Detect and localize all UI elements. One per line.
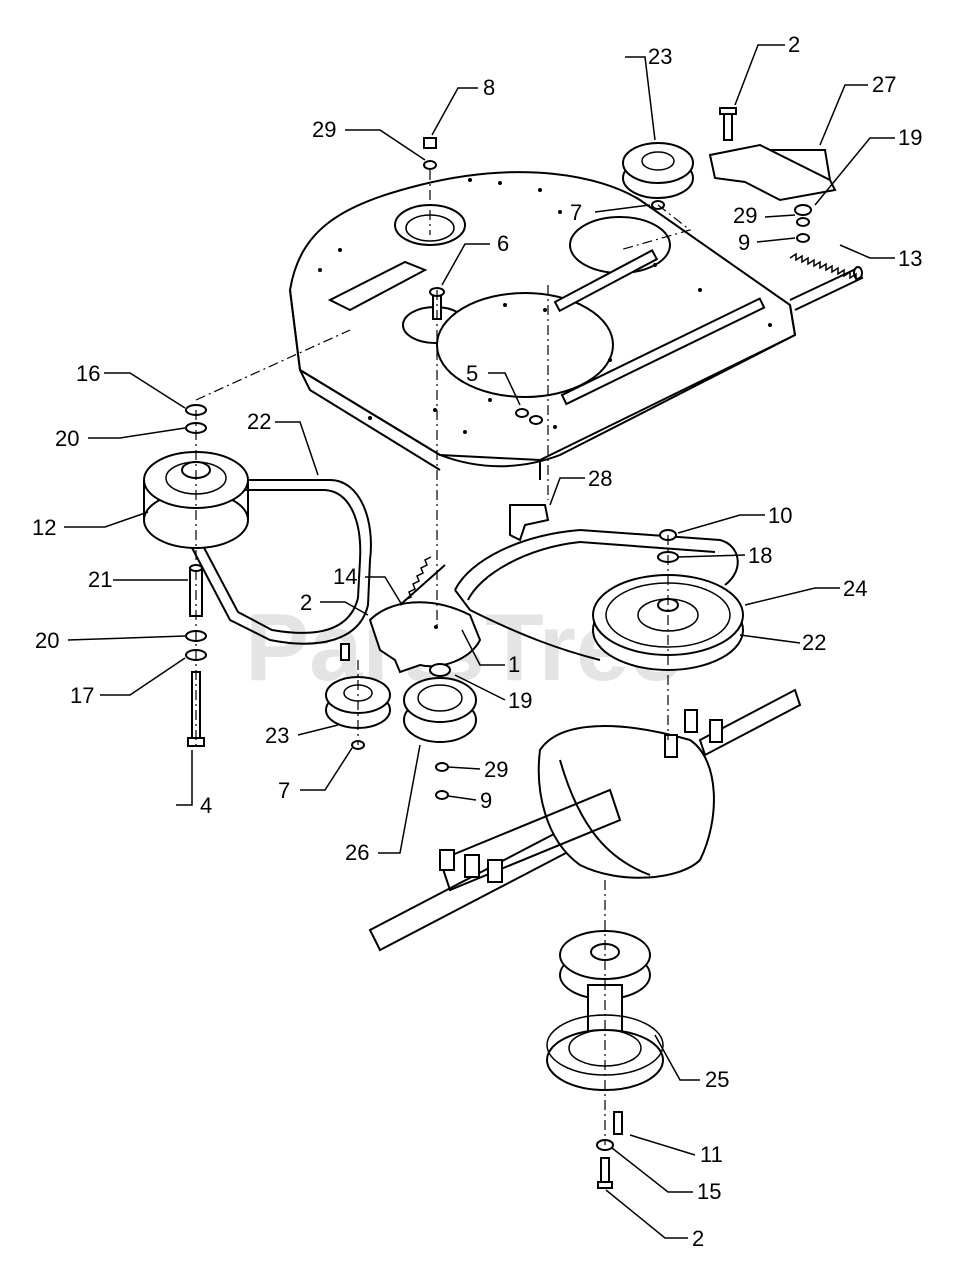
callout-23: 23 — [648, 44, 672, 69]
washer-29-upper — [796, 217, 810, 227]
callout-25: 25 — [705, 1067, 729, 1092]
callout-27: 27 — [872, 72, 896, 97]
callout-6: 6 — [497, 231, 509, 256]
callout-29: 29 — [312, 117, 336, 142]
callout-8: 8 — [483, 75, 495, 100]
washer-29-lower — [435, 762, 449, 772]
bracket-27 — [708, 143, 837, 202]
callout-22: 22 — [247, 409, 271, 434]
nut-9-upper — [796, 233, 810, 243]
idler-pulley-26 — [403, 663, 477, 743]
callout-29: 29 — [484, 757, 508, 782]
callouts: 8 29 23 2 27 19 29 9 13 7 6 16 20 22 5 2… — [32, 32, 922, 1251]
callout-1: 1 — [508, 652, 520, 677]
callout-20: 20 — [55, 426, 79, 451]
callout-19: 19 — [898, 125, 922, 150]
spring-13 — [789, 252, 863, 282]
deck-plate — [288, 171, 864, 480]
callout-29: 29 — [733, 203, 757, 228]
callout-13: 13 — [898, 246, 922, 271]
callout-11: 11 — [700, 1142, 723, 1167]
callout-9: 9 — [738, 230, 750, 255]
callout-23: 23 — [265, 723, 289, 748]
bolt-5 — [515, 408, 543, 425]
bolt-2-mid — [340, 643, 350, 661]
bracket-28 — [509, 504, 550, 542]
callout-17: 17 — [70, 683, 94, 708]
idler-bracket — [368, 556, 482, 674]
callout-7: 7 — [278, 778, 290, 803]
callout-15: 15 — [697, 1179, 721, 1204]
callout-20: 20 — [35, 628, 59, 653]
callout-9: 9 — [480, 788, 492, 813]
belt-right — [454, 528, 739, 661]
nut-9-lower — [435, 790, 449, 800]
bushing-19-upper — [794, 204, 812, 216]
callout-18: 18 — [748, 543, 772, 568]
callout-24: 24 — [843, 576, 867, 601]
callout-2: 2 — [692, 1226, 704, 1251]
callout-5: 5 — [466, 361, 478, 386]
callout-4: 4 — [200, 793, 212, 818]
bolt-2-top — [719, 107, 737, 141]
leader-lines — [64, 44, 895, 1239]
callout-28: 28 — [588, 466, 612, 491]
callout-16: 16 — [76, 361, 100, 386]
bolt-2-bottom — [597, 1157, 613, 1189]
idler-pulley-23-upper — [622, 142, 694, 199]
callout-26: 26 — [345, 840, 369, 865]
transaxle — [368, 688, 802, 952]
callout-22: 22 — [802, 630, 826, 655]
key-11 — [613, 1111, 623, 1135]
nut-8 — [423, 137, 437, 170]
callout-19: 19 — [508, 688, 532, 713]
center-lines — [195, 170, 692, 1145]
callout-14: 14 — [333, 564, 357, 589]
callout-2: 2 — [788, 32, 800, 57]
callout-7: 7 — [570, 200, 582, 225]
callout-10: 10 — [768, 503, 792, 528]
belt-left — [179, 479, 372, 645]
callout-12: 12 — [32, 515, 56, 540]
callout-21: 21 — [88, 567, 112, 592]
callout-2: 2 — [300, 590, 312, 615]
